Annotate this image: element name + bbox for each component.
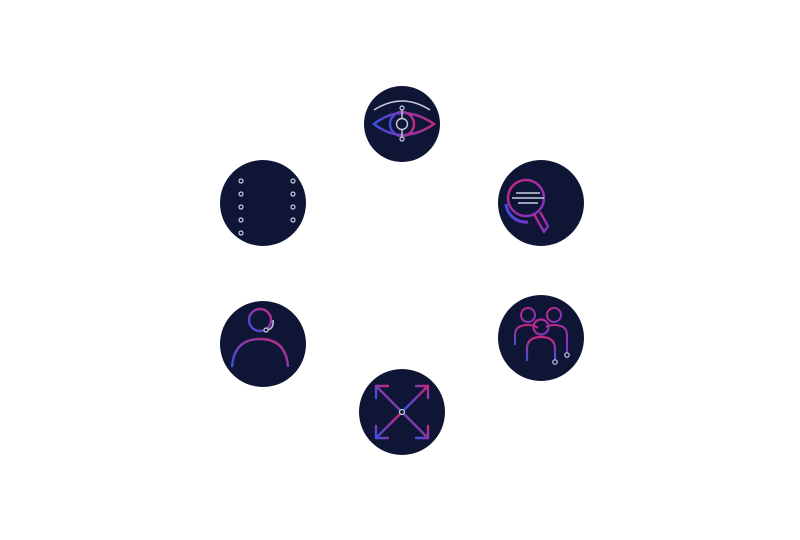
magnifier-document-icon (504, 178, 550, 234)
expand-badge (359, 369, 445, 455)
user-badge (220, 301, 306, 387)
eye-icon (372, 100, 437, 142)
team-badge (498, 295, 584, 381)
eye-badge (364, 86, 440, 162)
search-badge (498, 160, 584, 246)
user-headset-icon (230, 307, 290, 368)
list-lines-icon (238, 178, 296, 236)
list-badge (220, 160, 306, 246)
group-people-icon (514, 307, 570, 365)
expand-arrows-icon (374, 384, 430, 440)
